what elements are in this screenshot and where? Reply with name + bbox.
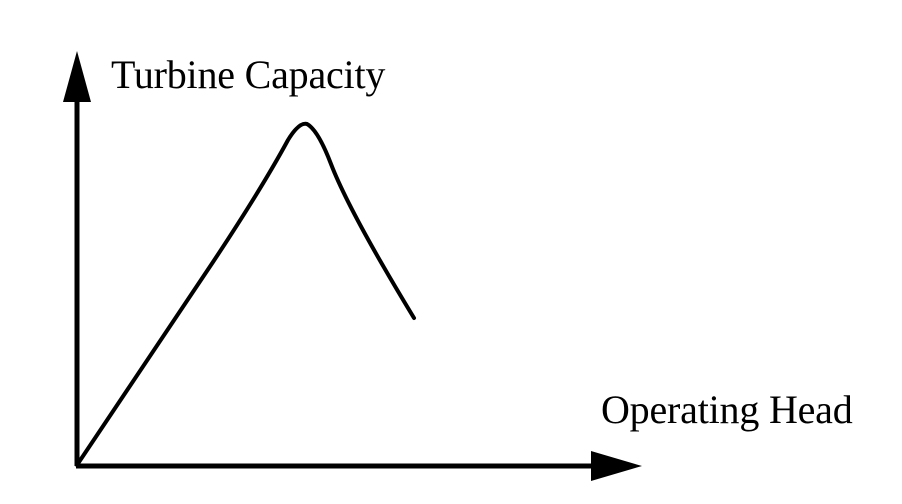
y-axis-arrow-icon (63, 51, 91, 102)
y-axis-label: Turbine Capacity (111, 52, 386, 97)
turbine-capacity-curve (75, 121, 416, 467)
x-axis-label: Operating Head (601, 387, 853, 432)
x-axis-arrow-icon (591, 451, 642, 481)
